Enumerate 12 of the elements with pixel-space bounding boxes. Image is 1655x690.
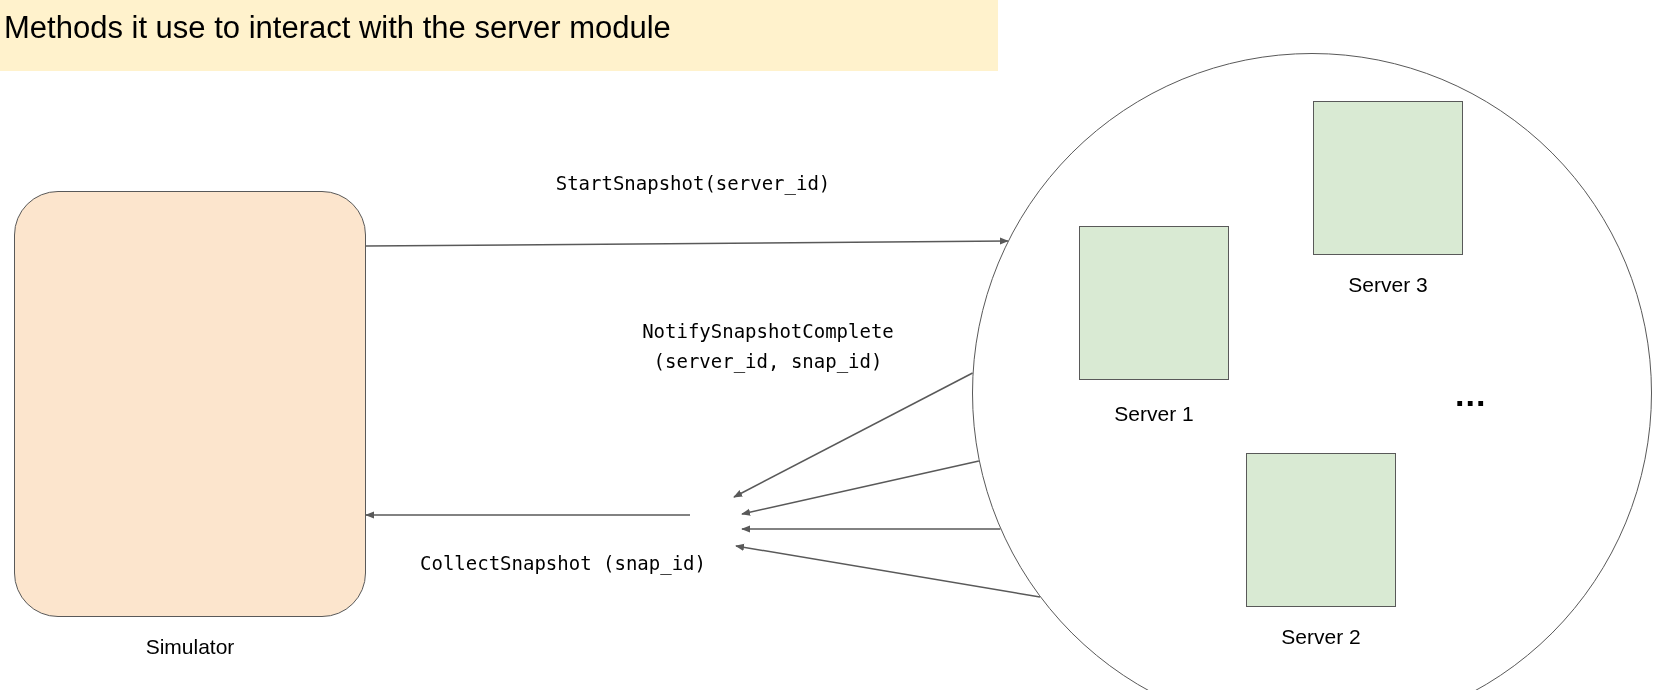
ellipsis-label: ... (1455, 375, 1487, 414)
arrow (365, 511, 691, 519)
node-label: Server 3 (1348, 273, 1428, 297)
arrow (365, 237, 1009, 247)
title-banner: Methods it use to interact with the server module (0, 0, 998, 71)
arrow (741, 460, 980, 516)
node-label: Server 2 (1281, 625, 1361, 649)
arrow (741, 525, 1002, 533)
node-label: Simulator (145, 635, 235, 659)
arrow (733, 372, 974, 498)
node-label: Server 1 (1114, 402, 1194, 426)
arrow (735, 543, 1041, 598)
